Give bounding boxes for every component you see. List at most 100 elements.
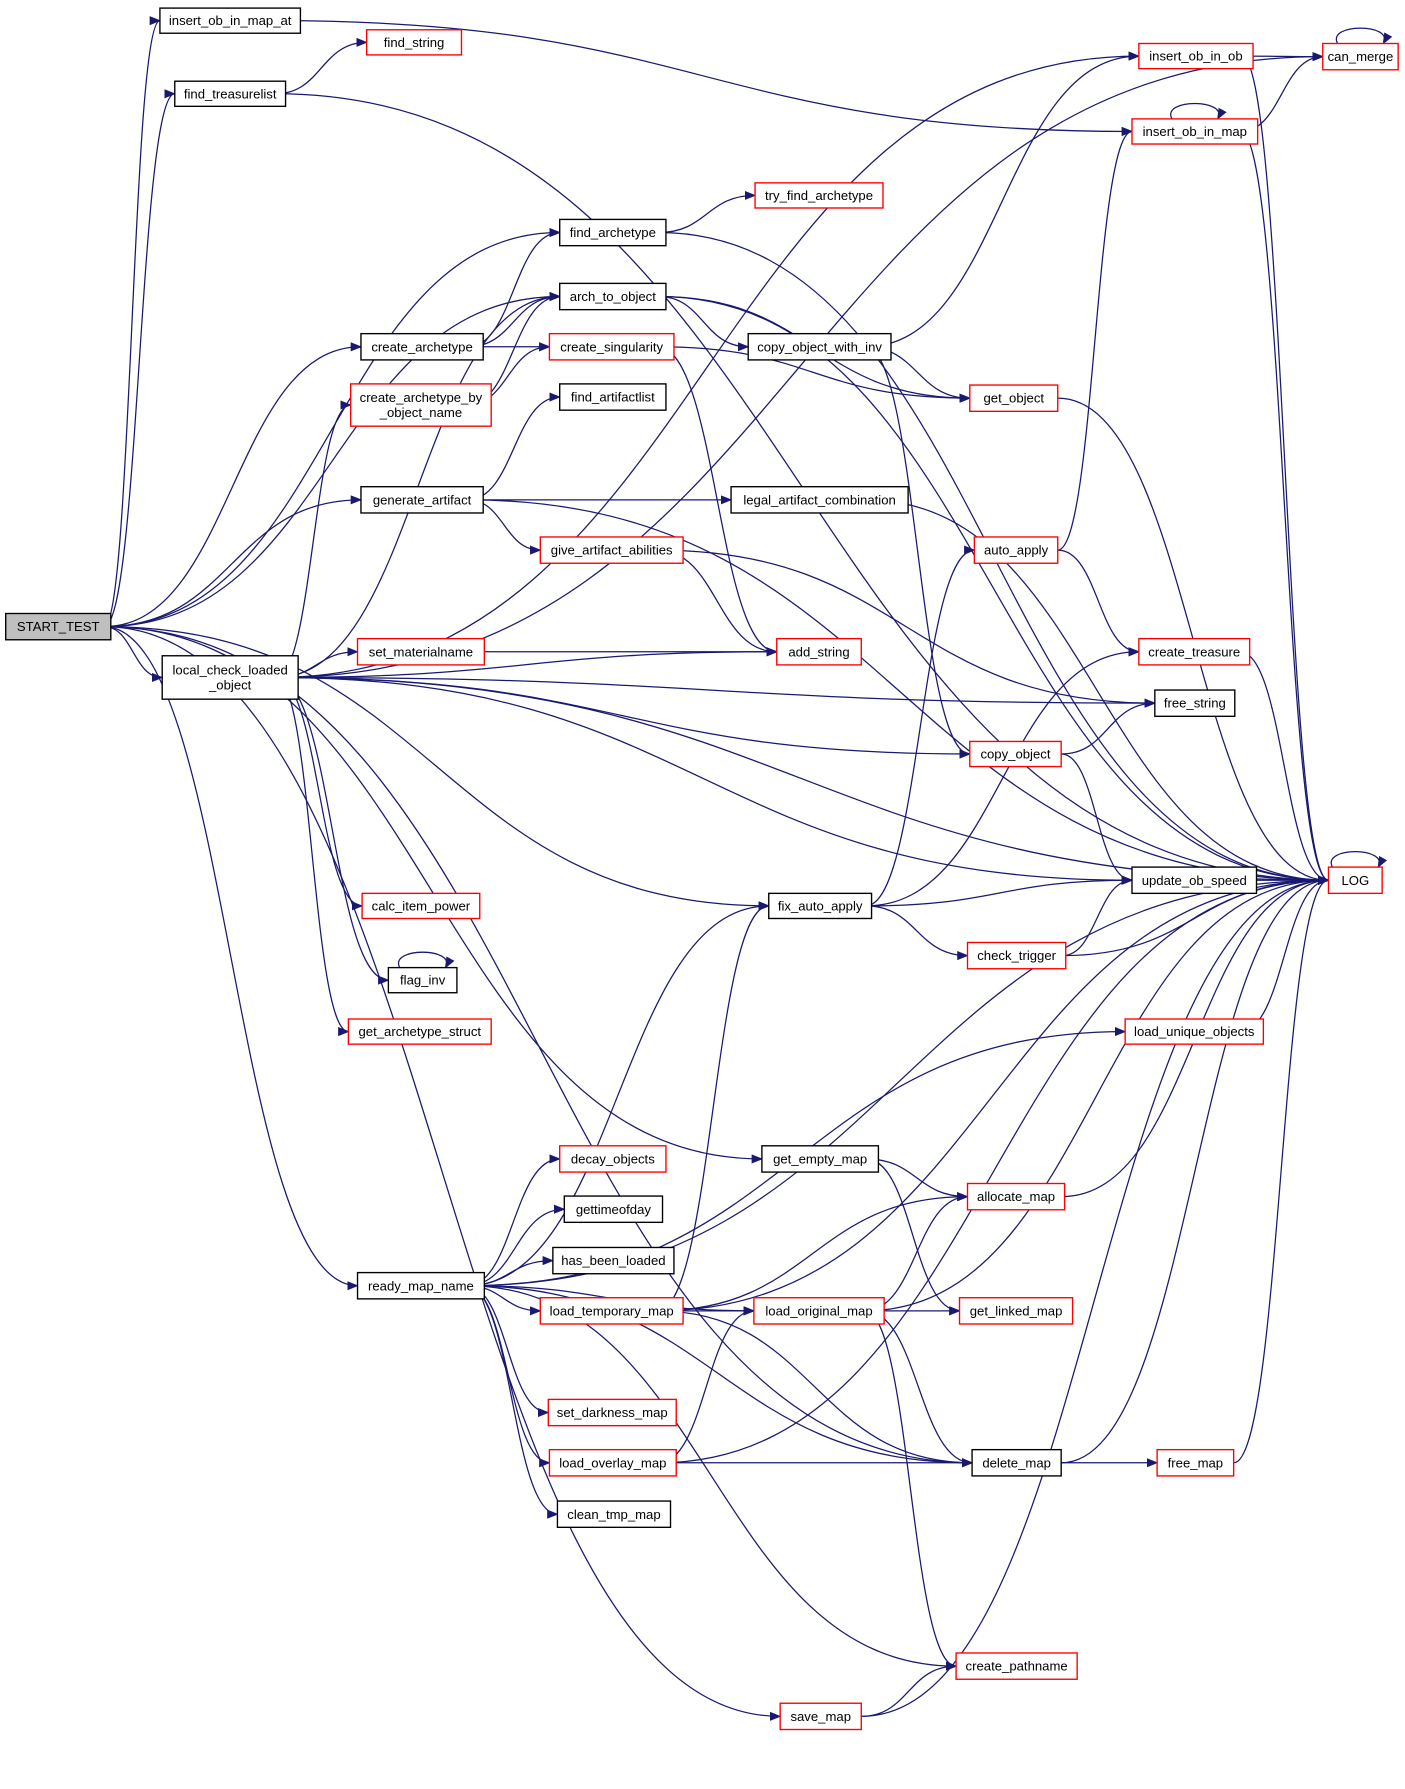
node-box	[973, 536, 1059, 564]
node-get_archetype_struct[interactable]: get_archetype_struct	[347, 1018, 492, 1045]
node-get_empty_map[interactable]: get_empty_map	[761, 1145, 880, 1173]
node-label: free_map	[1168, 1455, 1223, 1470]
node-save_map[interactable]: save_map	[779, 1702, 862, 1731]
node-box	[174, 80, 287, 108]
edge-legal_artifact_combination-to-LOG	[865, 499, 1330, 885]
node-give_artifact_abilities[interactable]: give_artifact_abilities	[539, 536, 684, 564]
node-label: find_artifactlist	[571, 390, 655, 405]
node-label: give_artifact_abilities	[551, 543, 673, 558]
node-label: load_unique_objects	[1134, 1024, 1255, 1039]
node-find_archetype[interactable]: find_archetype	[559, 218, 667, 247]
edge-local_check_loaded_object-to-calc_item_power	[275, 676, 364, 911]
node-copy_object[interactable]: copy_object	[969, 740, 1062, 768]
node-get_linked_map[interactable]: get_linked_map	[958, 1297, 1074, 1325]
edge-local_check_loaded_object-to-LOG	[275, 676, 1330, 885]
node-try_find_archetype[interactable]: try_find_archetype	[754, 182, 884, 209]
edge-local_check_loaded_object-to-free_string	[275, 676, 1156, 708]
node-load_unique_objects[interactable]: load_unique_objects	[1124, 1018, 1265, 1045]
node-box	[361, 892, 481, 920]
node-box	[547, 1398, 677, 1427]
node-load_original_map[interactable]: load_original_map	[753, 1297, 885, 1325]
edge-find_treasurelist-to-find_string	[275, 37, 368, 95]
node-decay_objects[interactable]: decay_objects	[559, 1145, 667, 1173]
node-create_pathname[interactable]: create_pathname	[955, 1652, 1078, 1680]
node-create_treasure[interactable]: create_treasure	[1138, 637, 1251, 666]
node-ready_map_name[interactable]: ready_map_name	[356, 1271, 486, 1300]
node-clean_tmp_map[interactable]: clean_tmp_map	[556, 1500, 672, 1529]
edge-local_check_loaded_object-to-add_string	[275, 647, 778, 679]
node-find_string[interactable]: find_string	[365, 29, 463, 56]
node-delete_map[interactable]: delete_map	[971, 1448, 1062, 1477]
node-find_artifactlist[interactable]: find_artifactlist	[559, 383, 667, 411]
node-set_darkness_map[interactable]: set_darkness_map	[547, 1398, 677, 1427]
node-label: get_object	[983, 391, 1044, 406]
node-allocate_map[interactable]: allocate_map	[966, 1182, 1066, 1211]
node-box	[559, 218, 667, 247]
edge-fix_auto_apply-to-check_trigger	[865, 905, 969, 961]
node-create_archetype_by_object_name[interactable]: create_archetype_by_object_name	[349, 383, 492, 427]
node-label: gettimeofday	[576, 1202, 652, 1217]
edge-load_temporary_map-to-fix_auto_apply	[657, 901, 770, 1312]
edge-arch_to_object-to-LOG	[658, 295, 1330, 885]
node-label: generate_artifact	[373, 492, 472, 507]
node-load_overlay_map[interactable]: load_overlay_map	[548, 1448, 677, 1477]
node-legal_artifact_combination[interactable]: legal_artifact_combination	[730, 486, 909, 514]
node-insert_ob_in_map_at[interactable]: insert_ob_in_map_at	[159, 7, 302, 34]
node-free_map[interactable]: free_map	[1156, 1448, 1235, 1477]
node-free_string[interactable]: free_string	[1154, 689, 1236, 717]
node-fix_auto_apply[interactable]: fix_auto_apply	[768, 892, 873, 920]
edge-load_overlay_map-to-LOG	[658, 875, 1330, 1464]
node-local_check_loaded_object[interactable]: local_check_loaded_object	[161, 655, 299, 700]
node-find_treasurelist[interactable]: find_treasurelist	[174, 80, 287, 108]
node-label: clean_tmp_map	[567, 1507, 660, 1522]
edge-load_temporary_map-to-delete_map	[657, 1310, 974, 1468]
edge-auto_apply-to-insert_ob_in_map	[1057, 127, 1134, 551]
edge-get_empty_map-to-allocate_map	[865, 1158, 969, 1202]
node-arch_to_object[interactable]: arch_to_object	[559, 282, 667, 311]
node-get_object[interactable]: get_object	[969, 384, 1059, 413]
node-label: START_TEST	[17, 619, 100, 634]
edge-load_original_map-to-allocate_map	[864, 1192, 969, 1312]
node-copy_object_with_inv[interactable]: copy_object_with_inv	[747, 332, 892, 361]
edge-can_merge-to-can_merge	[1335, 27, 1393, 45]
edge-give_artifact_abilities-to-free_string	[657, 549, 1156, 708]
node-load_temporary_map[interactable]: load_temporary_map	[539, 1297, 684, 1325]
node-set_materialname[interactable]: set_materialname	[356, 637, 486, 666]
edge-create_singularity-to-get_object	[657, 346, 971, 403]
edge-insert_ob_in_ob-to-LOG	[1241, 55, 1330, 885]
node-can_merge[interactable]: can_merge	[1322, 42, 1399, 71]
node-label: copy_object	[980, 747, 1050, 762]
node-label: try_find_archetype	[765, 188, 873, 203]
node-label: calc_item_power	[372, 898, 471, 913]
node-START_TEST[interactable]: START_TEST	[5, 612, 112, 641]
node-insert_ob_in_ob[interactable]: insert_ob_in_ob	[1138, 42, 1254, 70]
node-insert_ob_in_map[interactable]: insert_ob_in_map	[1131, 118, 1259, 145]
node-create_archetype[interactable]: create_archetype	[360, 332, 484, 361]
node-label: set_materialname	[369, 644, 473, 659]
node-gettimeofday[interactable]: gettimeofday	[563, 1195, 664, 1224]
node-box	[971, 1448, 1062, 1477]
edge-fix_auto_apply-to-auto_apply	[865, 545, 976, 907]
node-box	[747, 332, 892, 361]
node-box	[966, 1182, 1066, 1211]
node-generate_artifact[interactable]: generate_artifact	[360, 486, 484, 514]
node-box	[360, 332, 484, 361]
node-has_been_loaded[interactable]: has_been_loaded	[552, 1246, 675, 1275]
node-add_string[interactable]: add_string	[776, 637, 862, 666]
node-label: find_archetype	[570, 225, 656, 240]
node-create_singularity[interactable]: create_singularity	[548, 332, 675, 361]
edge-load_temporary_map-to-allocate_map	[657, 1192, 969, 1312]
node-LOG[interactable]: LOG	[1327, 866, 1383, 895]
node-update_ob_speed[interactable]: update_ob_speed	[1131, 866, 1258, 895]
edge-START_TEST-to-create_archetype	[103, 342, 363, 628]
node-label: update_ob_speed	[1142, 873, 1247, 888]
node-flag_inv[interactable]: flag_inv	[387, 966, 458, 994]
node-label: legal_artifact_combination	[743, 492, 896, 507]
node-box	[559, 1145, 667, 1173]
node-auto_apply[interactable]: auto_apply	[973, 536, 1059, 564]
node-box	[349, 383, 492, 427]
node-calc_item_power[interactable]: calc_item_power	[361, 892, 481, 920]
node-box	[761, 1145, 880, 1173]
edge-START_TEST-to-local_check_loaded_object	[103, 626, 164, 683]
node-check_trigger[interactable]: check_trigger	[966, 941, 1067, 970]
